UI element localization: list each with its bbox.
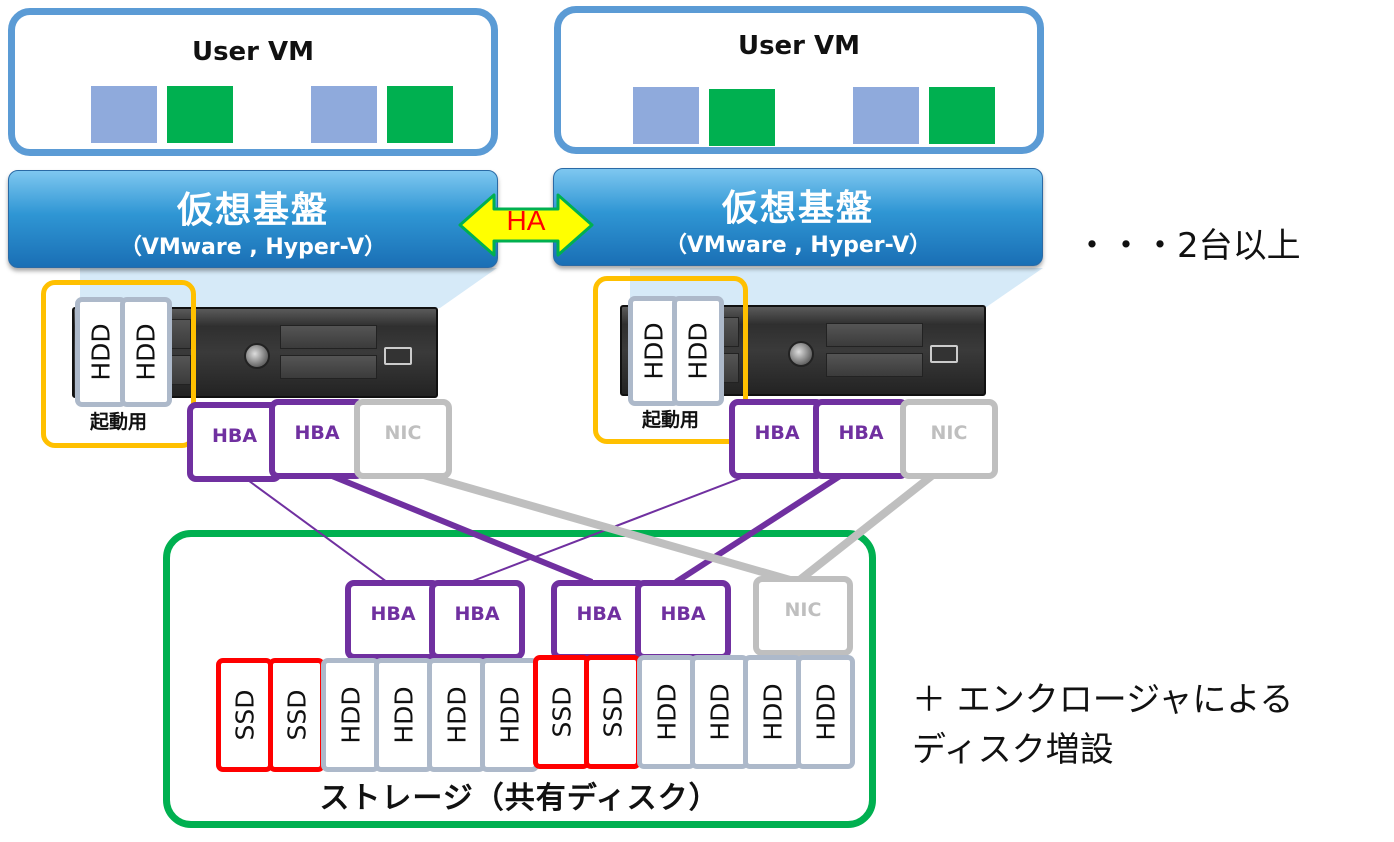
storage-hdd: HDD bbox=[743, 655, 802, 769]
vm-block-blue bbox=[853, 87, 919, 144]
power-knob-icon bbox=[244, 343, 270, 369]
storage-hdd: HDD bbox=[427, 658, 486, 772]
storage-hba-port: HBA bbox=[551, 580, 647, 660]
boot-hdd: HDD bbox=[120, 297, 172, 407]
storage-hdd: HDD bbox=[374, 658, 433, 772]
hypervisor-bar-right: 仮想基盤 （VMware , Hyper-V） bbox=[553, 168, 1043, 266]
hba-thick-link bbox=[674, 464, 856, 585]
boot-disk-box-left: 起動用 bbox=[41, 280, 196, 448]
storage-label: ストレージ（共有ディスク） bbox=[319, 781, 720, 816]
hypervisor-bar-left: 仮想基盤 （VMware , Hyper-V） bbox=[8, 170, 498, 268]
user-vm-box-left: User VM bbox=[8, 8, 498, 156]
ha-arrow-icon bbox=[458, 193, 594, 257]
boot-label: 起動用 bbox=[89, 411, 147, 433]
storage-nic-port: NIC bbox=[753, 576, 853, 656]
boot-hdd: HDD bbox=[672, 296, 724, 406]
boot-label: 起動用 bbox=[641, 409, 699, 431]
hba-thick-link bbox=[308, 464, 594, 585]
storage-hdd: HDD bbox=[796, 655, 855, 769]
host-right-hba-port: HBA bbox=[729, 399, 825, 479]
storage-hba-port: HBA bbox=[635, 580, 731, 660]
vm-block-blue bbox=[91, 86, 157, 143]
hypervisor-subtitle: （VMware , Hyper-V） bbox=[664, 233, 932, 258]
enclosure-note-line2: ディスク増設 bbox=[912, 730, 1114, 770]
storage-hdd: HDD bbox=[637, 655, 696, 769]
server-button-icon bbox=[384, 347, 412, 365]
boot-disk-box-right: 起動用 bbox=[593, 276, 748, 444]
host-left-nic-port: NIC bbox=[354, 399, 452, 479]
ha-label: HA bbox=[506, 205, 546, 236]
storage-ssd: SSD bbox=[216, 658, 273, 772]
power-knob-icon bbox=[788, 341, 814, 367]
host-left-hba-port: HBA bbox=[187, 402, 282, 482]
vm-block-blue bbox=[311, 86, 377, 143]
user-vm-title: User VM bbox=[737, 31, 861, 61]
vm-block-green bbox=[929, 87, 995, 144]
storage-hba-port: HBA bbox=[429, 580, 525, 660]
storage-hdd: HDD bbox=[321, 658, 380, 772]
storage-hba-port: HBA bbox=[345, 580, 441, 660]
vm-block-green bbox=[709, 89, 775, 146]
hypervisor-subtitle: （VMware , Hyper-V） bbox=[119, 235, 387, 260]
vm-block-green bbox=[387, 86, 453, 143]
host-right-hba-port: HBA bbox=[813, 399, 909, 479]
user-vm-box-right: User VM bbox=[554, 6, 1044, 154]
nic-link bbox=[794, 463, 946, 586]
storage-ssd: SSD bbox=[533, 655, 590, 769]
nic-link bbox=[394, 463, 799, 586]
server-button-icon bbox=[930, 345, 958, 363]
storage-ssd: SSD bbox=[584, 655, 641, 769]
projection-left bbox=[80, 268, 497, 308]
storage-hdd: HDD bbox=[480, 658, 539, 772]
boot-hdd: HDD bbox=[628, 296, 680, 406]
hypervisor-title: 仮想基盤 bbox=[176, 190, 329, 231]
user-vm-title: User VM bbox=[191, 37, 315, 67]
vm-block-green bbox=[167, 86, 233, 143]
enclosure-note-line1: ＋ エンクロージャによる bbox=[912, 680, 1294, 720]
host-count-note: ・・・2台以上 bbox=[1075, 226, 1301, 266]
hba-thin-link bbox=[469, 466, 771, 583]
host-right-nic-port: NIC bbox=[900, 399, 998, 479]
storage-hdd: HDD bbox=[690, 655, 749, 769]
hypervisor-title: 仮想基盤 bbox=[721, 188, 874, 229]
vm-block-blue bbox=[633, 87, 699, 144]
host-left-hba-port: HBA bbox=[269, 399, 365, 479]
storage-ssd: SSD bbox=[268, 658, 325, 772]
hba-thin-link bbox=[229, 466, 388, 583]
